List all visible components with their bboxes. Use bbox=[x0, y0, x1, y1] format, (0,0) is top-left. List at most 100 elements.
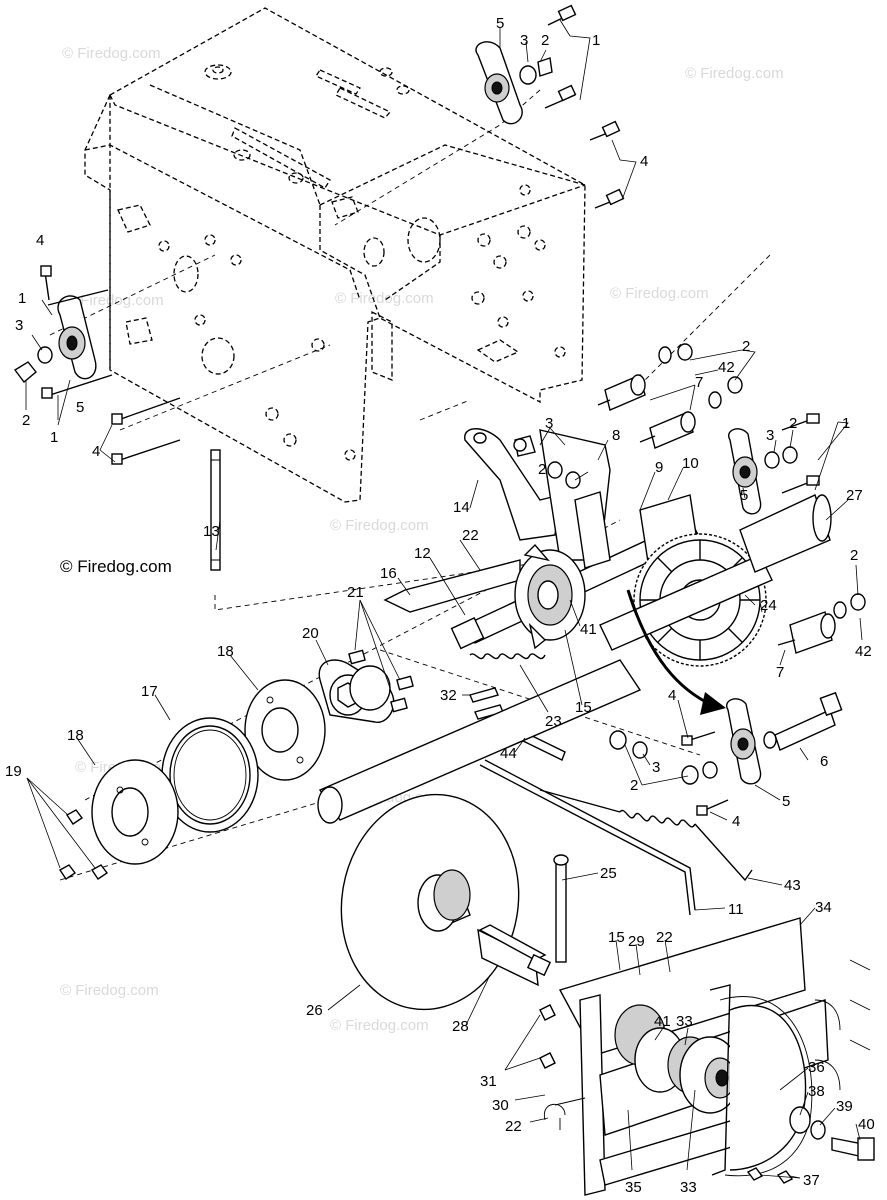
callout-9: 9 bbox=[655, 459, 663, 476]
callout-33: 33 bbox=[680, 1179, 697, 1196]
callout-3: 3 bbox=[766, 427, 774, 444]
callout-16: 16 bbox=[380, 565, 397, 582]
callout-32: 32 bbox=[440, 687, 457, 704]
spring-23 bbox=[469, 653, 546, 660]
nuts-19 bbox=[58, 809, 109, 880]
callout-5: 5 bbox=[782, 793, 790, 810]
callout-2: 2 bbox=[541, 32, 549, 49]
callout-20: 20 bbox=[302, 625, 319, 642]
callout-26: 26 bbox=[306, 1002, 323, 1019]
callout-28: 28 bbox=[452, 1018, 469, 1035]
watermark-text: © Firedog.com bbox=[685, 65, 784, 82]
callout-3: 3 bbox=[520, 32, 528, 49]
callout-10: 10 bbox=[682, 455, 699, 472]
hardware-31 bbox=[539, 1004, 586, 1130]
callout-22: 22 bbox=[462, 527, 479, 544]
callout-18: 18 bbox=[217, 643, 234, 660]
bearing-flange-right bbox=[728, 413, 820, 515]
callout-3: 3 bbox=[652, 759, 660, 776]
impeller-26 bbox=[340, 793, 520, 1011]
callout-25: 25 bbox=[600, 865, 617, 882]
callout-38: 38 bbox=[808, 1083, 825, 1100]
shaft-27 bbox=[739, 494, 832, 573]
rod-11 bbox=[479, 759, 696, 916]
friction-ring-17 bbox=[161, 717, 259, 833]
callout-4: 4 bbox=[36, 232, 44, 249]
callout-44: 44 bbox=[500, 745, 517, 762]
spring-43 bbox=[539, 789, 753, 882]
callout-24: 24 bbox=[760, 597, 777, 614]
callout-labels: 5 3 2 1 4 4 1 3 2 5 1 4 2 42 7 3 8 2 9 1… bbox=[5, 15, 875, 1196]
callout-13: 13 bbox=[203, 523, 220, 540]
callout-5: 5 bbox=[740, 487, 748, 504]
callout-21: 21 bbox=[347, 584, 364, 601]
callout-3: 3 bbox=[545, 415, 553, 432]
callout-22: 22 bbox=[656, 929, 673, 946]
key-32 bbox=[469, 687, 504, 720]
washer-18-top bbox=[244, 679, 326, 781]
callout-18: 18 bbox=[67, 727, 84, 744]
callout-43: 43 bbox=[784, 877, 801, 894]
callout-23: 23 bbox=[545, 713, 562, 730]
pin-25 bbox=[553, 854, 569, 963]
washer-18-bottom bbox=[91, 759, 179, 865]
callout-39: 39 bbox=[836, 1098, 853, 1115]
watermark-text: © Firedog.com bbox=[330, 1017, 429, 1034]
callout-1: 1 bbox=[592, 32, 600, 49]
callout-36: 36 bbox=[808, 1059, 825, 1076]
callout-29: 29 bbox=[628, 933, 645, 950]
worm-gear-24 bbox=[599, 533, 773, 667]
watermark-text: © Firedog.com bbox=[65, 292, 164, 309]
callout-6: 6 bbox=[820, 753, 828, 770]
brand-watermark: © Firedog.com bbox=[60, 557, 172, 576]
callout-11: 11 bbox=[728, 901, 744, 918]
auger-shaft-main bbox=[317, 659, 642, 824]
callout-2: 2 bbox=[22, 412, 30, 429]
callout-15: 15 bbox=[608, 929, 625, 946]
callout-22: 22 bbox=[505, 1118, 522, 1135]
callout-14: 14 bbox=[453, 499, 470, 516]
callout-4: 4 bbox=[732, 813, 740, 830]
watermark-text: © Firedog.com bbox=[335, 290, 434, 307]
bearing-flange-lower bbox=[726, 691, 843, 785]
callout-1: 1 bbox=[18, 290, 26, 307]
gearbox-housing-34 bbox=[558, 917, 871, 1196]
callout-2: 2 bbox=[789, 415, 797, 432]
leader-lines bbox=[25, 19, 863, 1179]
direction-arrow bbox=[626, 589, 726, 715]
callout-5: 5 bbox=[76, 399, 84, 416]
watermark-text: © Firedog.com bbox=[62, 45, 161, 62]
callout-27: 27 bbox=[846, 487, 863, 504]
callout-5: 5 bbox=[496, 15, 504, 32]
callout-30: 30 bbox=[492, 1097, 509, 1114]
spacers-7 bbox=[597, 343, 866, 654]
callout-17: 17 bbox=[141, 683, 158, 700]
callout-4: 4 bbox=[640, 153, 648, 170]
callout-1: 1 bbox=[842, 415, 850, 432]
hub-28 bbox=[477, 924, 552, 987]
watermark-text: © Firedog.com bbox=[60, 982, 159, 999]
callout-2: 2 bbox=[538, 461, 546, 478]
watermark-text: © Firedog.com bbox=[610, 285, 709, 302]
callout-15: 15 bbox=[575, 699, 592, 716]
callout-3: 3 bbox=[15, 317, 23, 334]
callout-31: 31 bbox=[480, 1073, 497, 1090]
auger-housing bbox=[84, 7, 586, 503]
bearing-flange-top bbox=[475, 4, 625, 209]
callout-33: 33 bbox=[676, 1013, 693, 1030]
callout-19: 19 bbox=[5, 763, 22, 780]
hardware-38-40 bbox=[746, 1106, 875, 1184]
hardware-lower bbox=[609, 730, 729, 816]
callout-12: 12 bbox=[414, 545, 431, 562]
callout-2: 2 bbox=[630, 777, 638, 794]
callout-42: 42 bbox=[855, 643, 872, 660]
callout-7: 7 bbox=[776, 664, 784, 681]
callout-2: 2 bbox=[850, 547, 858, 564]
callout-1: 1 bbox=[50, 429, 58, 446]
callout-40: 40 bbox=[858, 1116, 875, 1133]
callout-41: 41 bbox=[654, 1013, 671, 1030]
shaft-13 bbox=[210, 449, 221, 571]
watermark-text: © Firedog.com bbox=[330, 517, 429, 534]
callout-4: 4 bbox=[668, 687, 676, 704]
callout-41: 41 bbox=[580, 621, 597, 638]
